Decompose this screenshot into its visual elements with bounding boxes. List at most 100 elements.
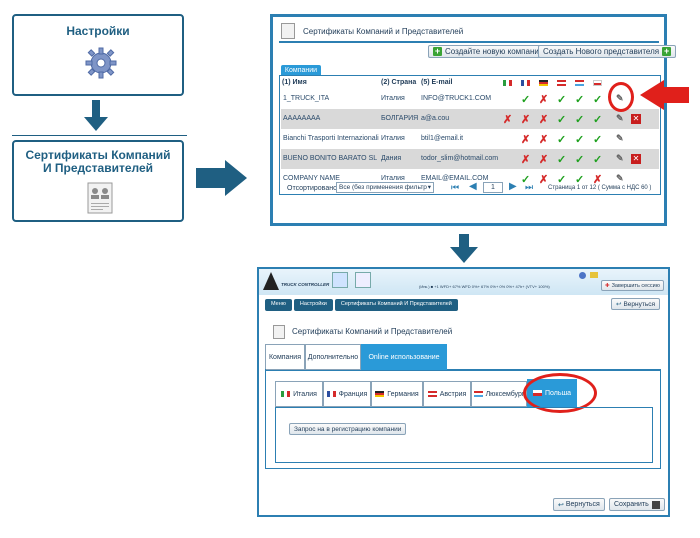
last-page-icon[interactable]: ⏭ (525, 182, 534, 192)
check-icon: ✓ (557, 94, 567, 106)
check-icon: ✓ (593, 154, 603, 166)
edit-pencil-icon[interactable]: ✎ (616, 153, 624, 163)
row-email: EMAIL@EMAIL.COM (421, 175, 489, 182)
request-registration-button[interactable]: Запрос на в регистрацию компании (289, 423, 407, 435)
edit-pencil-icon[interactable]: ✎ (616, 133, 624, 143)
tab-country-france-label: Франция (338, 390, 368, 398)
right-arrow (196, 168, 226, 188)
flag-poland-icon (593, 80, 602, 86)
list-window-icon (281, 23, 295, 39)
chevron-down-icon: ▾ (427, 184, 431, 191)
row-country: БОЛГАРИЯ (381, 115, 419, 122)
cross-icon: ✗ (503, 114, 513, 126)
back-top-label: Вернуться (623, 300, 655, 308)
cross-icon: ✗ (521, 134, 531, 146)
tab-company[interactable]: Компания (265, 344, 305, 370)
cross-icon: ✗ (539, 154, 549, 166)
next-page-icon[interactable]: ▶ (509, 181, 517, 192)
back-arrow-icon: ↩ (616, 301, 622, 308)
prev-page-icon[interactable]: ◀ (469, 181, 477, 192)
table-row[interactable]: 1_TRUCK_ITA Италия INFO@TRUCK1.COM ✓ ✗ ✓… (281, 89, 659, 109)
sort-filter-select[interactable]: Все (без применения фильтр▾ (336, 182, 434, 193)
breadcrumb-menu[interactable]: Меню (265, 299, 292, 311)
status-text: (Инк.) ■ +1 WFD+ 67% WFD 0%+ 67% 0%+ 0% … (419, 284, 550, 289)
table-row[interactable]: COMPANY NAME Италия EMAIL@EMAIL.COM ✓ ✗ … (281, 169, 659, 189)
row-email: a@a.cou (421, 115, 450, 122)
red-arrow-head (640, 80, 664, 110)
page-info: Страница 1 от 12 ( Сумма с НДС 60 ) (548, 185, 652, 191)
delete-icon[interactable]: ✕ (631, 154, 641, 164)
create-company-button[interactable]: +Создайте новую компанию (428, 45, 550, 58)
check-icon: ✓ (557, 134, 567, 146)
companies-section-tab[interactable]: Компании (281, 65, 321, 76)
tab-country-france[interactable]: Франция (323, 381, 371, 407)
check-icon: ✓ (575, 114, 585, 126)
row-country: Италия (381, 175, 405, 182)
plus-icon: + (662, 46, 672, 56)
back-top-button[interactable]: ↩Вернуться (611, 298, 660, 310)
flag-germany-icon (539, 80, 548, 86)
form-title: Сертификаты Компаний и Представителей (292, 327, 453, 336)
back-bottom-button[interactable]: ↩Вернуться (553, 498, 605, 511)
create-rep-label: Создать Нового представителя (543, 47, 660, 56)
row-name: 1_TRUCK_ITA (283, 95, 330, 102)
flag-austria-icon (557, 80, 566, 86)
tab-country-austria-label: Австрия (439, 390, 467, 398)
tab-country-italy-label: Италия (293, 390, 317, 398)
edit-pencil-icon[interactable]: ✎ (616, 113, 624, 123)
end-session-button[interactable]: ✚Завершить сессию (601, 280, 664, 291)
table-row[interactable]: BUENO BONITO BARATO SL Дания todor_slim@… (281, 149, 659, 169)
header-country[interactable]: (2) Страна (381, 79, 417, 86)
table-row[interactable]: AAAAAAAA БОЛГАРИЯ a@a.cou ✗ ✗ ✗ ✓ ✓ ✓ ✎ … (281, 109, 659, 129)
settings-box[interactable]: Настройки (12, 14, 184, 96)
save-label: Сохранить (614, 501, 649, 508)
cross-icon: ✗ (521, 114, 531, 126)
delete-icon[interactable]: ✕ (631, 114, 641, 124)
header-email[interactable]: (5) E-mail (421, 79, 453, 86)
page-number-select[interactable]: 1 (483, 182, 503, 193)
create-company-label: Создайте новую компанию (445, 47, 545, 56)
breadcrumb-certificates[interactable]: Сертификаты Компаний И Представителей (334, 299, 458, 311)
tab-country-luxembourg-label: Люксембург (485, 390, 525, 398)
close-icon: ✚ (605, 282, 610, 289)
list-header-line (279, 41, 659, 43)
tab-country-germany[interactable]: Германия (371, 381, 423, 407)
tab-country-luxembourg[interactable]: Люксембург (471, 381, 527, 407)
check-icon: ✓ (593, 94, 603, 106)
row-email: INFO@TRUCK1.COM (421, 95, 492, 102)
tab-additional[interactable]: Дополнительно (305, 344, 361, 370)
breadcrumb-settings[interactable]: Настройки (293, 299, 333, 311)
flag-italy-icon (503, 80, 512, 86)
header-name[interactable]: (1) Имя (282, 79, 307, 86)
header-icon-b[interactable] (355, 272, 371, 288)
save-button[interactable]: Сохранить (609, 498, 665, 511)
tab-online-use[interactable]: Online использование (361, 344, 447, 370)
document-icon (87, 182, 113, 214)
content-panel (265, 369, 661, 469)
header-icon-a[interactable] (332, 272, 348, 288)
gear-icon (85, 47, 117, 79)
status-bar: (Инк.) ■ +1 WFD+ 67% WFD 0%+ 67% 0%+ 0% … (419, 284, 550, 289)
flag-france-icon (326, 391, 336, 397)
check-icon: ✓ (557, 174, 567, 186)
first-page-icon[interactable]: ⏮ (451, 182, 460, 192)
check-icon: ✓ (575, 174, 585, 186)
check-icon: ✓ (593, 134, 603, 146)
row-name: COMPANY NAME (283, 175, 340, 182)
table-row[interactable]: Bianchi Trasporti Internazionali Италия … (281, 129, 659, 149)
row-name: Bianchi Trasporti Internazionali (283, 135, 379, 142)
row-country: Италия (381, 135, 405, 142)
row-name: AAAAAAAA (283, 115, 321, 122)
breadcrumb: Меню Настройки Сертификаты Компаний И Пр… (265, 299, 458, 311)
tab-country-italy[interactable]: Италия (275, 381, 323, 407)
check-icon: ✓ (521, 94, 531, 106)
edit-pencil-icon[interactable]: ✎ (616, 173, 624, 183)
cross-icon: ✗ (539, 174, 549, 186)
tab-country-austria[interactable]: Австрия (423, 381, 471, 407)
flag-germany-icon (375, 391, 385, 397)
create-rep-button[interactable]: Создать Нового представителя+ (538, 45, 677, 58)
row-email: todor_slim@hotmail.com (421, 155, 499, 162)
cross-icon: ✗ (521, 154, 531, 166)
certificates-box[interactable]: Сертификаты Компаний И Представителей (12, 140, 184, 222)
check-icon: ✓ (593, 114, 603, 126)
